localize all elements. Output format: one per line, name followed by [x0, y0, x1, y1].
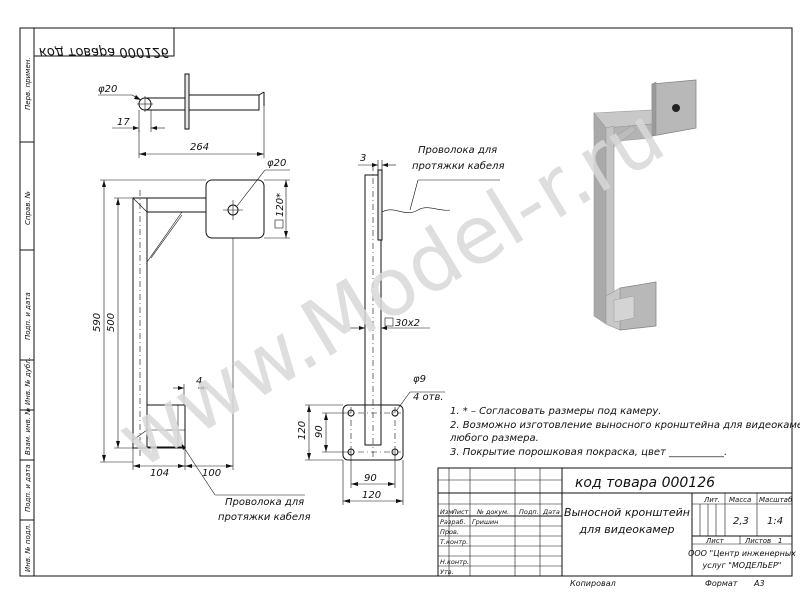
inner-frame [33, 27, 793, 577]
side-stamp-4: Инв. № дубл. [24, 357, 32, 405]
dim-top-dia: φ20 [98, 84, 117, 95]
role-norm-control: Н.контр. [440, 558, 469, 566]
title-block: код товара 000126 Изм Лист № докум. Подп… [437, 467, 796, 577]
note-2-cont: любого размера. [449, 432, 539, 444]
role-approved: Утв. [440, 568, 454, 576]
side-stamp-column: Перв. примен. Справ. № Подп. и дата Инв.… [20, 57, 34, 572]
front-view-bottom-bracket [146, 404, 186, 448]
leader-wire-bottom-1: Проволока для [225, 497, 304, 508]
dim-side-90h: 90 [364, 473, 377, 484]
role-developer: Разраб. [440, 518, 466, 526]
note-2: 2. Возможно изготовление выносного кронш… [450, 420, 800, 431]
dim-side-120h: 120 [362, 490, 381, 501]
dim-side-30x2: 30x2 [395, 318, 420, 329]
col-header-sign: Подп. [519, 508, 539, 516]
leader-wire-top-2: протяжки кабеля [412, 160, 504, 172]
dim-front-dia: φ20 [267, 158, 286, 169]
scale-label: Масштаб [759, 496, 793, 504]
side-stamp-7: Инв. № подл. [24, 524, 32, 572]
dim-top-17: 17 [117, 117, 130, 128]
dim-side-hole: φ9 [413, 374, 426, 385]
copied-label: Копировал [570, 579, 616, 588]
side-view-top-plate [377, 169, 383, 241]
dim-front-120: 120* [275, 193, 286, 217]
title-name-1: Выносной кронштейн [564, 506, 690, 519]
mass-value: 2,3 [733, 516, 749, 527]
dim-side-3: 3 [360, 153, 366, 164]
side-view: 3 Проволока для протяжки кабеля 30x2 φ9 … [297, 145, 504, 505]
title-name-2: для видеокамер [579, 523, 675, 536]
side-stamp-2: Справ. № [24, 191, 32, 225]
dim-side-120v: 120 [297, 421, 308, 440]
note-1: 1. * – Согласовать размеры под камеру. [450, 406, 661, 417]
side-stamp-1: Перв. примен. [24, 57, 32, 110]
leader-wire-top-1: Проволока для [418, 145, 497, 156]
dim-front-100: 100 [202, 468, 221, 479]
mirrored-code-text: код товара 000126 [39, 44, 169, 59]
dim-side-holes: 4 отв. [413, 392, 444, 403]
scale-value: 1:4 [767, 516, 783, 527]
col-header-date: Дата [542, 508, 560, 516]
col-header-doc: № докум. [476, 508, 509, 516]
note-3: 3. Покрытие порошковая покраска, цвет __… [450, 447, 727, 458]
developer-name: Гришин [472, 518, 498, 526]
mirrored-code-box: код товара 000126 [33, 27, 175, 59]
top-view-plate [184, 73, 190, 130]
top-view: φ20 17 264 [98, 73, 265, 158]
lit-label: Лит. [703, 496, 720, 504]
title-code: код товара 000126 [575, 475, 715, 491]
sheets-value: 1 [778, 537, 782, 545]
front-view: φ20 120* 590 500 4 [92, 158, 310, 523]
org-line-2: услуг "МОДЕЛЬЕР" [702, 561, 782, 570]
dim-front-500: 500 [106, 313, 117, 332]
role-tech-control: Т.контр. [440, 538, 468, 546]
front-view-top-plate [205, 179, 265, 239]
top-view-arm [188, 94, 260, 111]
format-label: Формат [705, 579, 738, 588]
mass-label: Масса [729, 496, 751, 504]
sheet-label: Лист [705, 537, 725, 545]
leader-wire-bottom-2: протяжки кабеля [218, 511, 310, 523]
dim-front-4: 4 [196, 376, 202, 387]
col-header-list: Лист [451, 508, 469, 516]
col-header-izm: Изм [440, 508, 453, 516]
notes: 1. * – Согласовать размеры под камеру. 2… [449, 406, 800, 458]
role-checker: Пров. [440, 528, 459, 536]
dim-front-590: 590 [92, 313, 103, 332]
org-line-1: ООО "Центр инженерных [688, 549, 796, 558]
dim-top-264: 264 [190, 142, 209, 153]
side-view-base-plate [342, 404, 404, 461]
side-stamp-5: Взам. инв. № [24, 407, 32, 455]
isometric-view [593, 79, 697, 331]
dim-side-90v: 90 [314, 425, 325, 438]
sheets-label: Листов [744, 537, 771, 545]
format-value: А3 [753, 579, 765, 588]
side-stamp-3: Подп. и дата [24, 292, 32, 340]
dim-front-104: 104 [150, 468, 169, 479]
side-stamp-6: Подп. и дата [24, 464, 32, 512]
